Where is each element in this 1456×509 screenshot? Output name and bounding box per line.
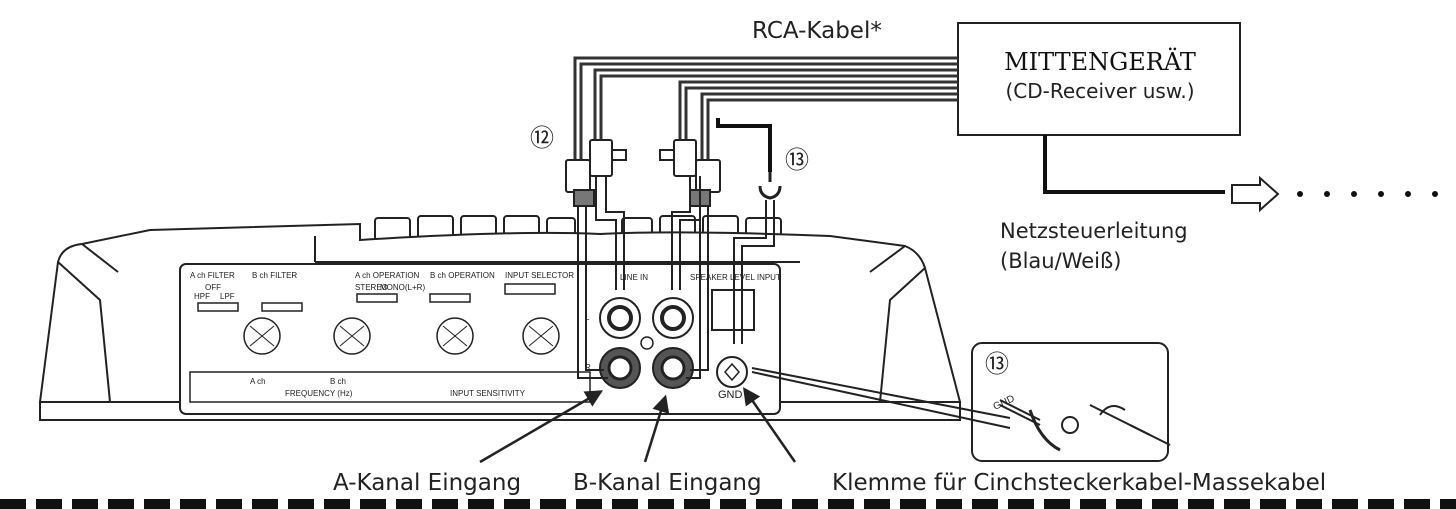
panel-a-operation-label: A ch OPERATION [355, 271, 420, 280]
rca-cables [573, 56, 958, 175]
rca-jacks [599, 289, 755, 389]
jack-routing [577, 176, 775, 379]
gnd-label: GND [718, 389, 743, 401]
inset-detail: ⑬ GND [971, 342, 1171, 462]
panel-l-label: L [585, 313, 590, 322]
b-channel-input-label: B-Kanal Eingang [573, 470, 762, 496]
spade-terminal [758, 172, 782, 200]
power-control-label-line2: (Blau/Weiß) [1000, 249, 1121, 273]
filter-switch-a [197, 302, 239, 312]
rca-cable-label: RCA-Kabel* [752, 18, 882, 44]
operation-switch-b [429, 293, 471, 303]
inset-pointer-line-lower [751, 371, 1011, 429]
inset-pointer-line-upper [751, 367, 1011, 419]
panel-a-ch-label: A ch [250, 377, 266, 386]
panel-line-in-label: LINE IN [620, 273, 648, 282]
power-control-label-line1: Netzsteuerleitung [1000, 219, 1188, 243]
panel-a-filter-label: A ch FILTER [190, 271, 235, 280]
panel-sensitivity-label: INPUT SENSITIVITY [450, 389, 526, 398]
head-unit-title: MITTENGERÄT [1004, 47, 1196, 76]
panel-off-label: OFF [205, 283, 221, 292]
panel-mono-label: MONO(L+R) [380, 283, 425, 292]
a-channel-input-label: A-Kanal Eingang [333, 470, 521, 496]
filter-switch-b [261, 302, 303, 312]
head-unit-subtitle: (CD-Receiver usw.) [1005, 79, 1194, 103]
chassis-mark [640, 336, 654, 350]
panel-b-filter-label: B ch FILTER [252, 271, 297, 280]
b-channel-arrow [643, 394, 670, 463]
ground-wire [716, 118, 772, 172]
panel-subframe [189, 371, 591, 403]
inset-callout-13: ⑬ [985, 350, 1009, 378]
panel-controls [189, 283, 591, 403]
callout-12: ⑫ [530, 124, 554, 152]
a-channel-arrow [479, 390, 604, 464]
power-arrow [1231, 175, 1280, 213]
panel-frequency-label: FREQUENCY (Hz) [285, 389, 353, 398]
panel-labels: A ch FILTER B ch FILTER A ch OPERATION B… [190, 271, 781, 398]
callout-13: ⑬ [785, 146, 809, 174]
head-unit-box [957, 22, 1241, 136]
rca-plugs [565, 139, 721, 207]
continuation-dots [1297, 191, 1438, 197]
panel-b-operation-label: B ch OPERATION [430, 271, 495, 280]
panel-input-selector-label: INPUT SELECTOR [505, 271, 574, 280]
panel-lpf-label: LPF [220, 292, 235, 301]
ground-terminal-arrow [743, 387, 797, 463]
ground-terminal-label: Klemme für Cinchsteckerkabel-Massekabel [832, 470, 1326, 496]
panel-r-label: R [585, 363, 591, 372]
power-control-wire [1043, 135, 1225, 194]
panel-hpf-label: HPF [194, 292, 210, 301]
operation-switch-a [356, 293, 398, 303]
input-selector-switch [504, 283, 556, 295]
bottom-dashed-border [0, 499, 1456, 509]
panel-speaker-level-label: SPEAKER LEVEL INPUT [690, 273, 781, 282]
panel-b-ch-label: B ch [330, 377, 346, 386]
panel-stereo-label: STEREO [355, 283, 388, 292]
